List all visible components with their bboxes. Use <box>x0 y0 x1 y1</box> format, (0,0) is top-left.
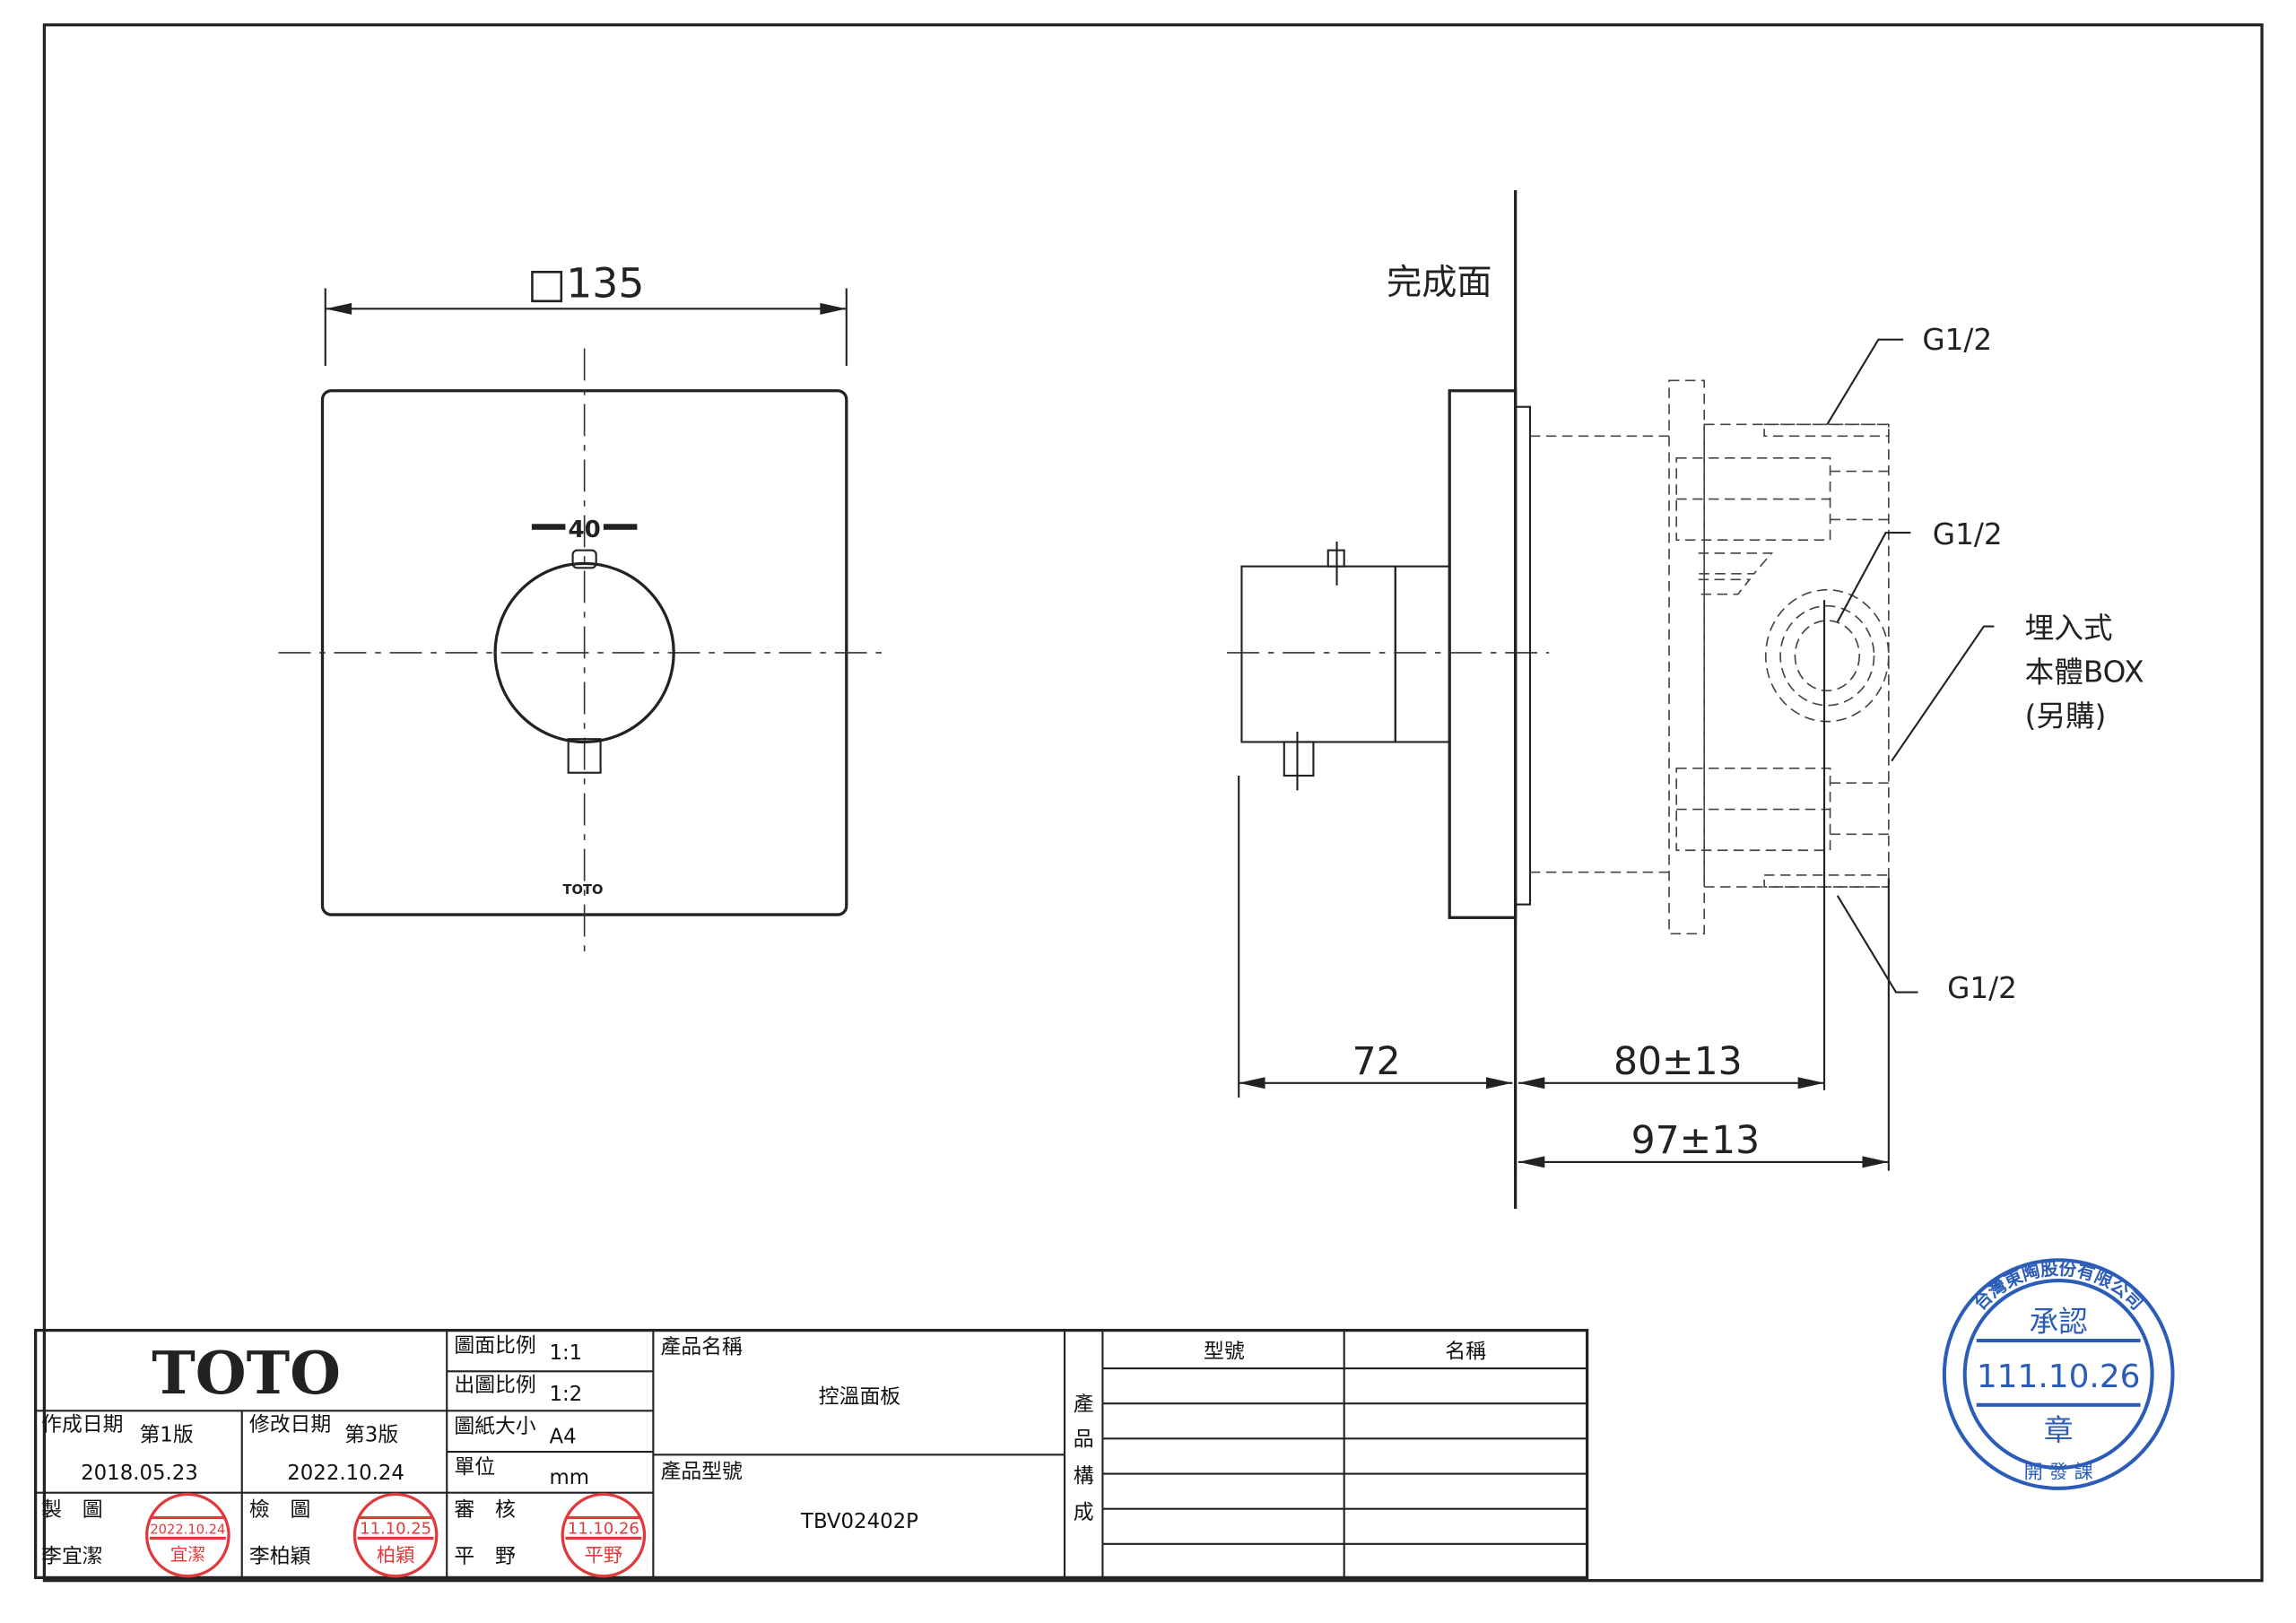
created-version: 第1版 <box>139 1424 193 1447</box>
checked-stamp-name: 柏穎 <box>377 1544 414 1567</box>
toto-logo: TOTO <box>152 1340 341 1408</box>
approval-stamp-seal: 章 <box>2044 1413 2074 1447</box>
approved-label: 審 核 <box>454 1498 515 1522</box>
product-name-label: 產品名稱 <box>661 1336 743 1359</box>
checked-stamp: 11.10.25 柏穎 <box>352 1492 439 1578</box>
print-scale-value: 1:2 <box>549 1383 582 1406</box>
approval-stamp: 台灣東陶股份有限公司 承認 111.10.26 章 開 發 課 <box>1942 1258 2175 1490</box>
composition-label-1: 產 <box>1074 1393 1094 1416</box>
plate-logo: TOTO <box>563 882 604 898</box>
drawn-by: 李宜潔 <box>41 1545 102 1568</box>
approved-by: 平 野 <box>454 1545 516 1568</box>
approved-stamp: 11.10.26 平野 <box>561 1492 647 1578</box>
approval-stamp-dept: 開 發 課 <box>2024 1461 2093 1483</box>
paper-size-label: 圖紙大小 <box>454 1415 535 1438</box>
box-note-line-1: 埋入式 <box>2025 612 2113 646</box>
dimension-label-40: 40 <box>568 516 600 543</box>
box-note-line-3: (另購) <box>2025 699 2107 733</box>
dimension-label-97: 97±13 <box>1631 1119 1761 1163</box>
checked-label: 檢 圖 <box>249 1498 310 1522</box>
approved-stamp-name: 平野 <box>585 1544 622 1567</box>
checked-stamp-date: 11.10.25 <box>360 1519 431 1538</box>
approved-stamp-date: 11.10.26 <box>568 1519 639 1538</box>
composition-label-2: 品 <box>1074 1428 1094 1452</box>
composition-label-3: 構 <box>1074 1464 1094 1488</box>
unit-value: mm <box>549 1466 588 1489</box>
scale-value: 1:1 <box>549 1341 582 1365</box>
created-label: 作成日期 <box>41 1413 123 1436</box>
paper-size-value: A4 <box>549 1425 576 1448</box>
front-view: □135 40 TOTO <box>278 259 890 959</box>
composition-label-4: 成 <box>1074 1501 1094 1524</box>
modified-version: 第3版 <box>344 1424 398 1447</box>
scale-label: 圖面比例 <box>454 1334 535 1358</box>
drawing-frame <box>42 23 2264 1583</box>
box-note-line-2: 本體BOX <box>2025 655 2144 690</box>
finish-surface-label: 完成面 <box>1387 263 1492 303</box>
product-model-label: 產品型號 <box>661 1460 743 1483</box>
drawn-stamp-name: 宜潔 <box>170 1544 205 1565</box>
dimension-label-72: 72 <box>1352 1040 1401 1084</box>
product-name: 控溫面板 <box>819 1385 900 1409</box>
approval-stamp-title: 承認 <box>2030 1305 2088 1339</box>
side-view: 完成面 72 <box>1227 190 2144 1210</box>
checked-by: 李柏穎 <box>249 1545 311 1568</box>
composition-header-model: 型號 <box>1204 1341 1245 1364</box>
dimension-label-135: □135 <box>527 259 644 307</box>
print-scale-label: 出圖比例 <box>454 1374 535 1397</box>
port-label-bottom: G1/2 <box>1947 971 2017 1005</box>
port-label-top: G1/2 <box>1922 323 1992 357</box>
drawn-stamp: 2022.10.24 宜潔 <box>145 1492 230 1578</box>
modified-label: 修改日期 <box>249 1413 331 1436</box>
composition-header-name: 名稱 <box>1445 1341 1486 1364</box>
dimension-label-80: 80±13 <box>1613 1040 1743 1084</box>
title-block: TOTO 作成日期 第1版 2018.05.23 修改日期 第3版 2022.1… <box>33 1328 1589 1580</box>
drawn-stamp-date: 2022.10.24 <box>150 1522 225 1537</box>
created-date: 2018.05.23 <box>81 1462 198 1485</box>
drawn-label: 製 圖 <box>41 1498 102 1522</box>
port-label-middle: G1/2 <box>1933 517 2003 551</box>
unit-label: 單位 <box>454 1456 495 1480</box>
product-model: TBV02402P <box>800 1510 918 1533</box>
knob-outline <box>493 561 675 744</box>
modified-date: 2022.10.24 <box>287 1462 404 1485</box>
approval-stamp-date: 111.10.26 <box>1977 1358 2141 1395</box>
